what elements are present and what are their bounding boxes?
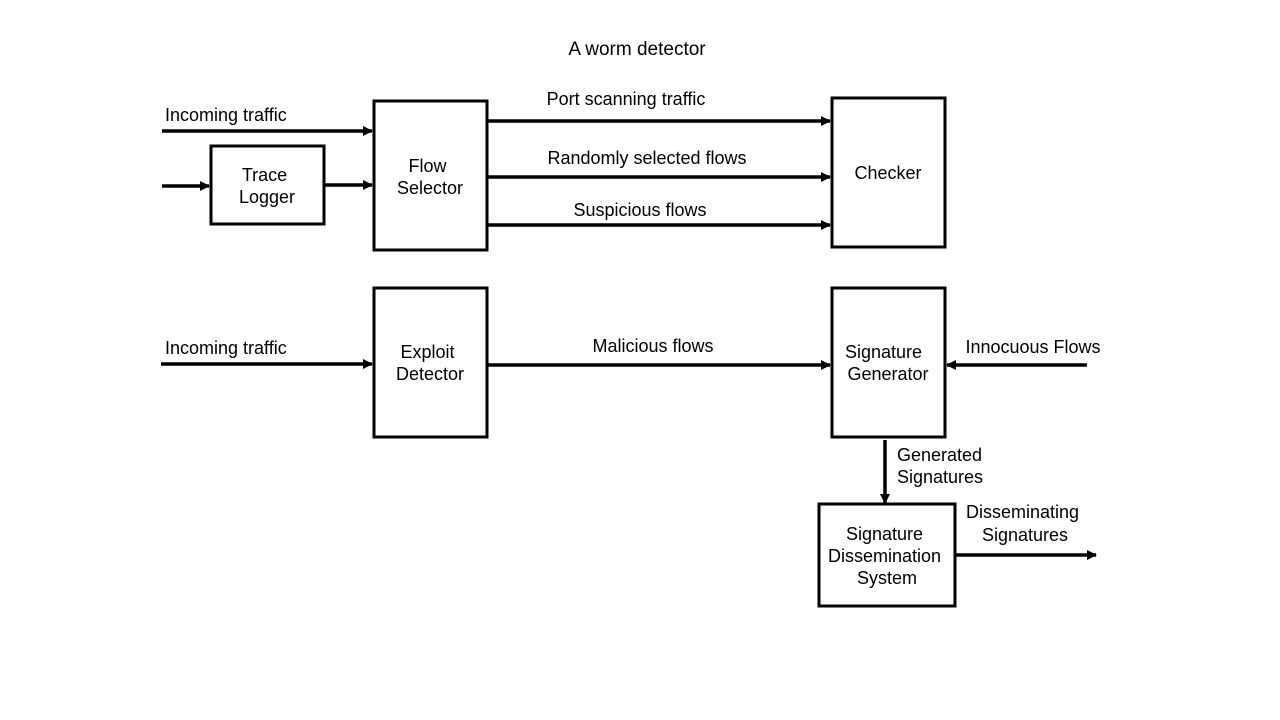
node-flow-selector-label: Flow Selector [397,156,463,198]
edge-label-incoming-traffic-top: Incoming traffic [165,105,287,125]
node-signature-generator-line-2: Generator [847,364,928,384]
node-signature-generator [830,286,947,439]
node-trace-logger-line-1: Trace [242,165,287,185]
edge-label-generated-signatures: Generated Signatures [897,445,987,487]
node-signature-generator-line-1: Signature [845,342,922,362]
edge-label-disseminating-signatures: Disseminating Signatures [966,502,1084,545]
edge-label-incoming-traffic-bottom: Incoming traffic [165,338,287,358]
edge-label-generated-signatures-line-2: Signatures [897,467,983,487]
node-flow-selector-line-2: Selector [397,178,463,198]
edge-label-disseminating-signatures-line-1: Disseminating [966,502,1079,522]
edge-label-randomly-selected: Randomly selected flows [547,148,746,168]
node-flow-selector-line-1: Flow [408,156,447,176]
node-checker [830,96,947,249]
edge-label-innocuous: Innocuous Flows [965,337,1100,357]
node-checker-label: Checker [854,163,921,183]
node-exploit-detector [372,286,489,439]
node-signature-dissemination-line-3: System [857,568,917,588]
node-trace-logger [209,144,326,226]
node-signature-dissemination-line-2: Dissemination [828,546,941,566]
node-trace-logger-label: Trace Logger [239,165,295,207]
edge-label-generated-signatures-line-1: Generated [897,445,982,465]
node-signature-dissemination-line-1: Signature [846,524,923,544]
node-exploit-detector-line-1: Exploit [400,342,454,362]
node-signature-dissemination [817,502,957,608]
edge-label-port-scanning: Port scanning traffic [547,89,706,109]
edge-label-disseminating-signatures-line-2: Signatures [982,525,1068,545]
edge-label-malicious: Malicious flows [592,336,713,356]
node-signature-generator-label: Signature Generator [845,342,929,384]
edge-label-suspicious: Suspicious flows [573,200,706,220]
node-signature-dissemination-label: Signature Dissemination System [828,524,946,588]
node-exploit-detector-line-2: Detector [396,364,464,384]
node-trace-logger-line-2: Logger [239,187,295,207]
diagram-title: A worm detector [568,39,706,60]
node-flow-selector [372,99,489,252]
node-exploit-detector-label: Exploit Detector [396,342,464,384]
